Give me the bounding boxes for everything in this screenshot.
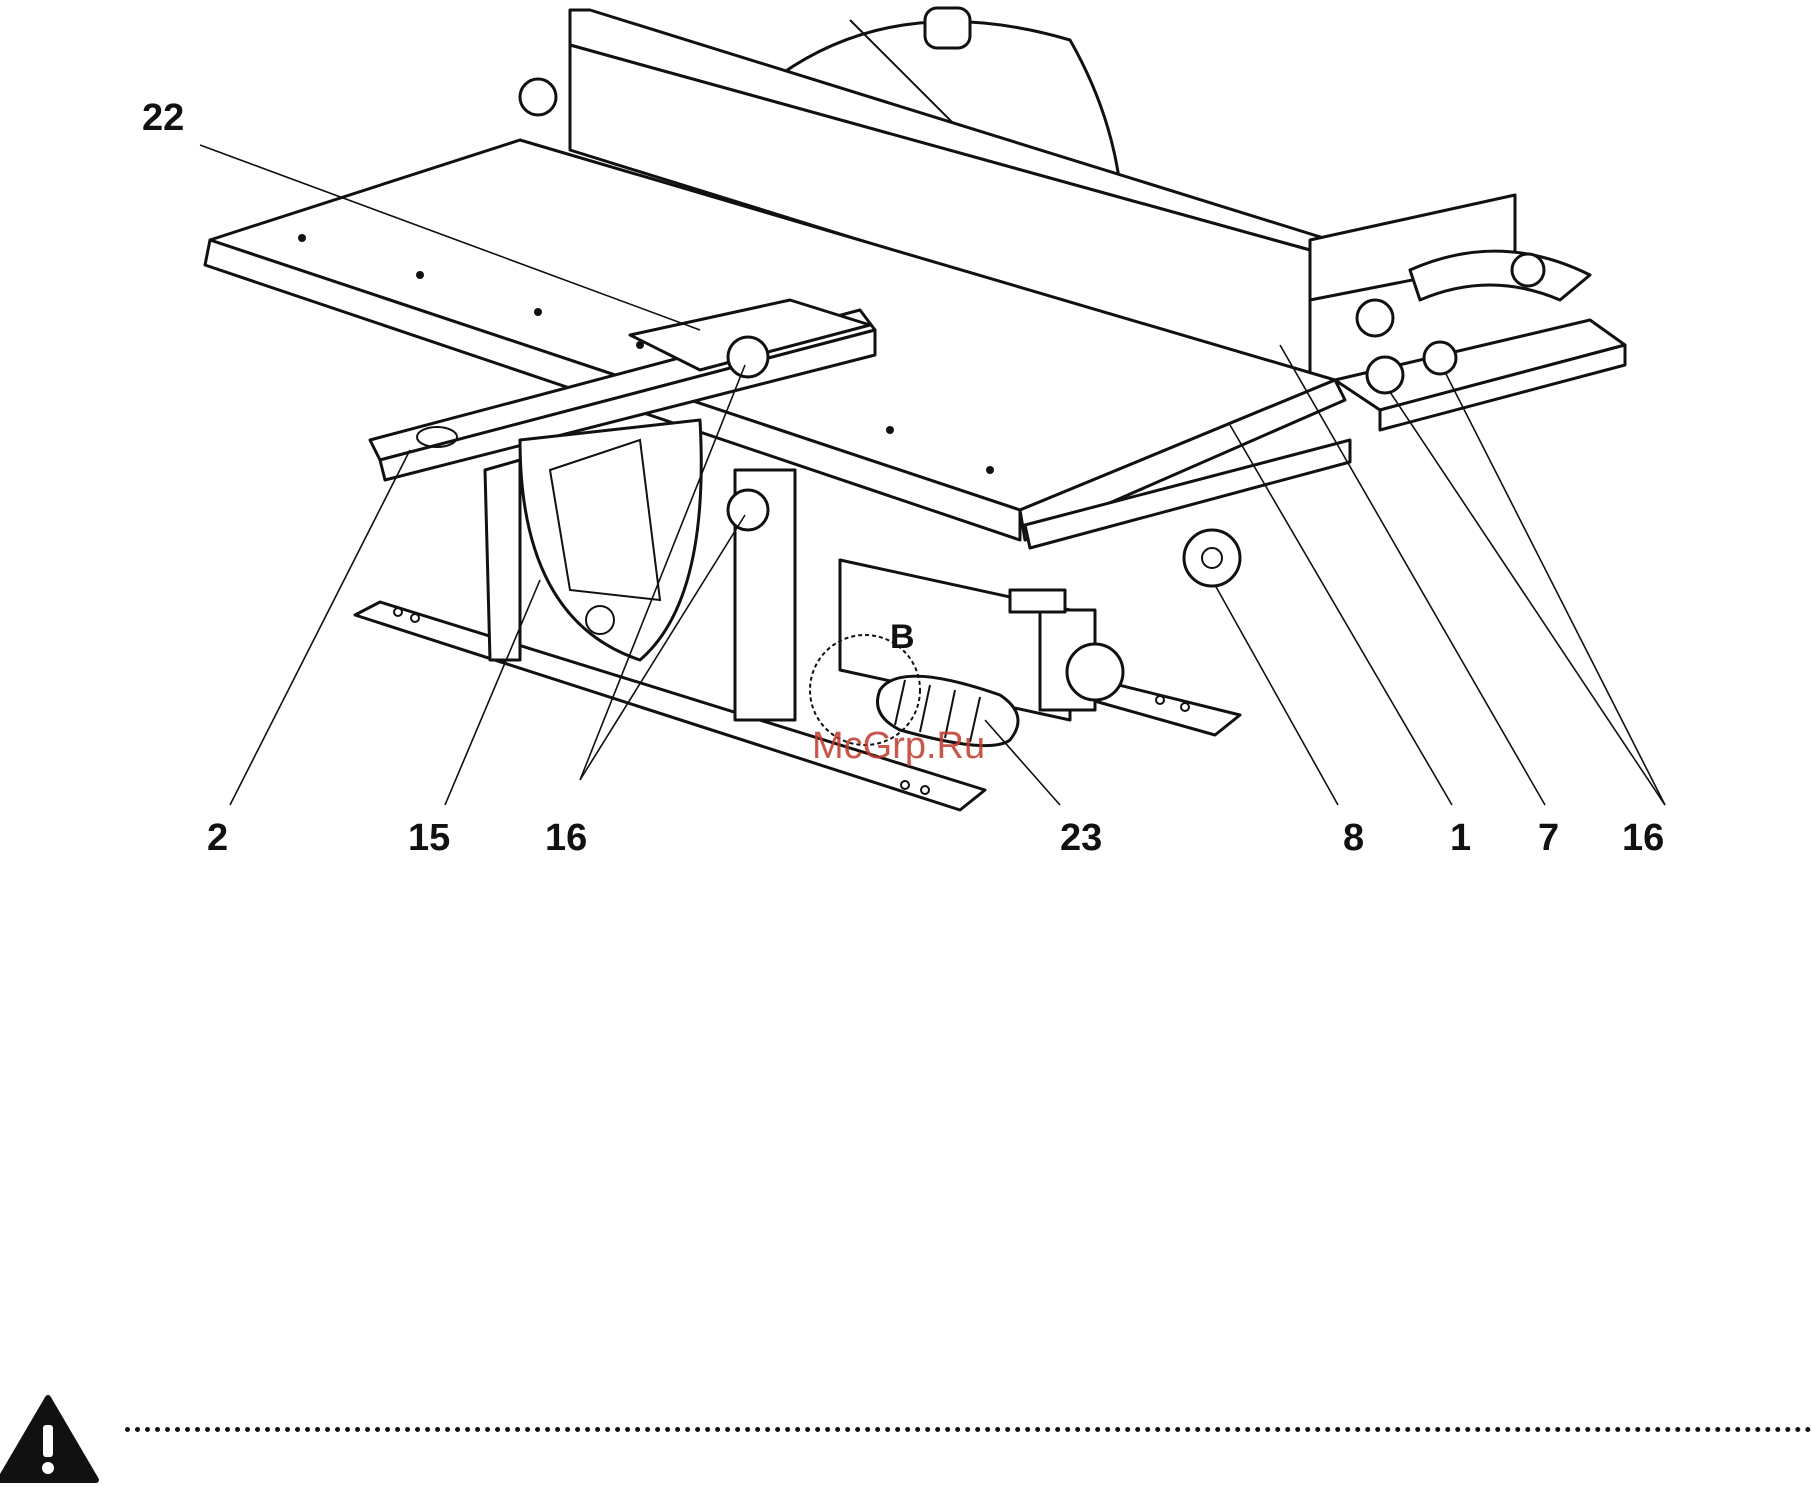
callout-8: 8 — [1343, 817, 1364, 859]
callout-15: 15 — [408, 817, 450, 859]
callout-2: 2 — [207, 817, 228, 859]
watermark: McGrp.Ru — [812, 725, 985, 767]
callout-22: 22 — [142, 97, 184, 139]
saw-housing — [485, 420, 795, 720]
dotted-rule — [125, 1427, 1812, 1432]
warning-triangle-icon — [0, 1398, 96, 1480]
motor-unit — [810, 560, 1123, 746]
inset-label-b: B — [890, 618, 915, 656]
base-frame — [355, 602, 1240, 810]
callout-23: 23 — [1060, 817, 1102, 859]
callout-7: 7 — [1538, 817, 1559, 859]
callout-16-left: 16 — [545, 817, 587, 859]
warning-row — [0, 1380, 1812, 1486]
callout-16-right: 16 — [1622, 817, 1664, 859]
callout-1: 1 — [1450, 817, 1471, 859]
